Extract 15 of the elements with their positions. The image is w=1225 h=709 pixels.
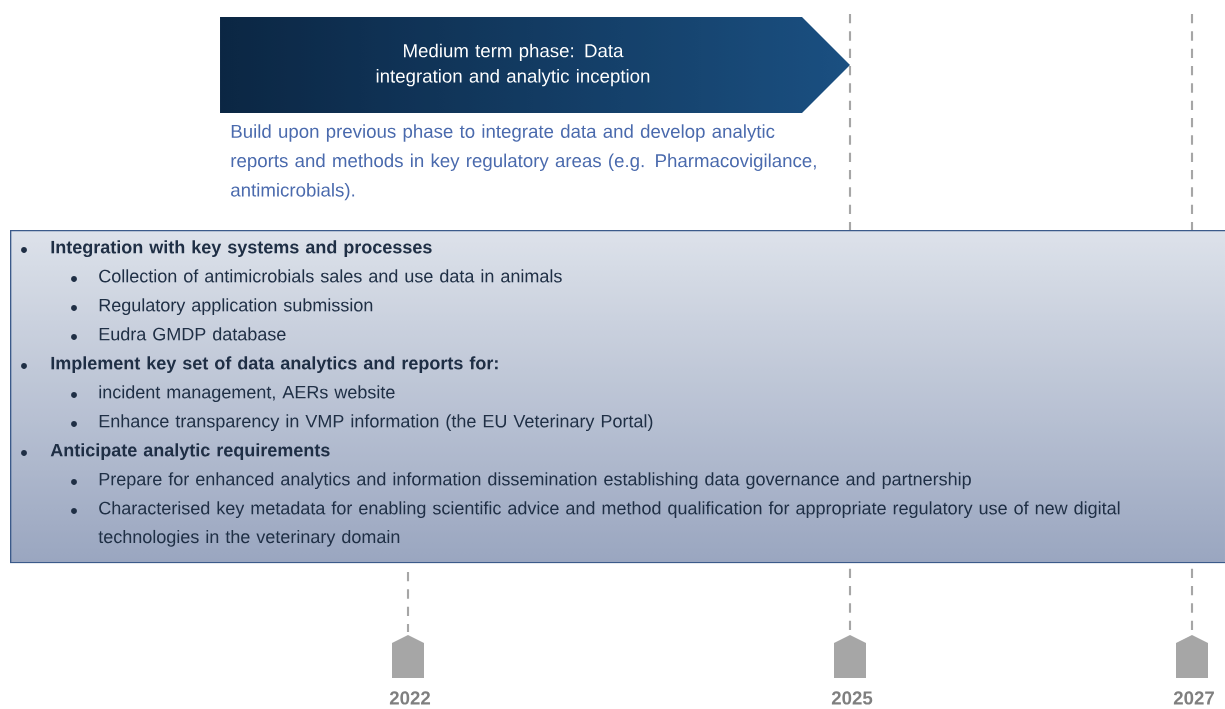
bullet-item: incident management, AERs website [71, 385, 395, 403]
year-label: 2022 [389, 691, 430, 705]
bullet-item: Implement key set of data analytics and reports for: [21, 356, 498, 374]
bullet-item: Anticipate analytic requirements [21, 443, 330, 461]
year-label: 2025 [831, 691, 873, 705]
bullet-item: Regulatory application submission [71, 298, 373, 316]
bullet-item: Eudra GMDP database [71, 327, 286, 341]
bullet-item: Characterised key metadata for enabling scientific advice and method qualification for appropriate regulatory use of new digital technologies in the veterinary domain [71, 501, 1120, 547]
year-label: 2027 [1173, 691, 1214, 705]
bullet-item: Enhance transparency in VMP information (the EU Veterinary Portal) [71, 414, 653, 432]
bullet-item: Collection of antimicrobials sales and use data in animals [71, 269, 562, 283]
phase-description: Build upon previous phase to integrate data and develop analytic reports and methods in key regulatory areas (e.g. Pharmacovigilance, antimicrobials). [231, 124, 816, 201]
phase-arrow: Medium term phase: Data integration and analytic inception [376, 43, 650, 87]
bullet-item: Integration with key systems and processes [21, 240, 432, 258]
bullet-item: Prepare for enhanced analytics and information dissemination establishing data governance and partnership [71, 472, 971, 490]
